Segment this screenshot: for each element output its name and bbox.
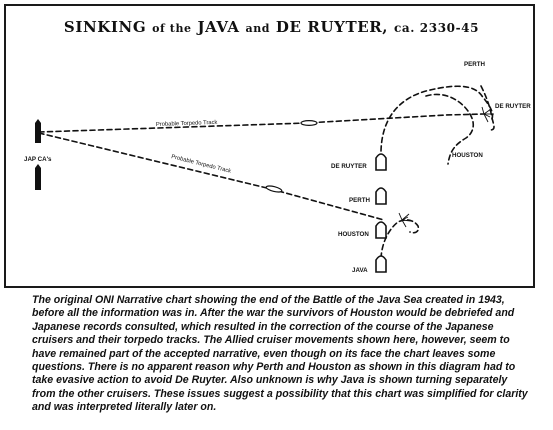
perth-ship [375, 187, 387, 205]
label-de-ruyter-top: DE RUYTER [495, 103, 531, 110]
jap-cruiser-1 [35, 119, 41, 143]
perth-track [380, 85, 494, 152]
houston-track [425, 93, 474, 165]
label-houston: HOUSTON [338, 231, 369, 238]
title-part-and: and [245, 22, 271, 35]
label-upper-torpedo-track: Probable Torpedo Track [156, 120, 218, 128]
lower-torpedo-track [38, 132, 385, 221]
battle-diagram: JAP CA's Probable Torpedo Track Probable… [24, 61, 531, 274]
label-perth: PERTH [349, 197, 371, 204]
jap-cruiser-2 [35, 164, 41, 190]
title-part-de-ruyter: DE RUYTER, [275, 18, 389, 36]
label-perth-top: PERTH [464, 61, 486, 68]
torpedo-lower [265, 185, 283, 193]
torpedo-upper [300, 119, 318, 126]
explosion-de-ruyter [481, 106, 494, 123]
label-jap-cas: JAP CA's [24, 156, 52, 163]
diagram-title: SINKING of the JAVA and DE RUYTER, ca. 2… [6, 18, 537, 36]
java-ship [375, 255, 387, 273]
label-de-ruyter: DE RUYTER [331, 163, 367, 170]
houston-ship [375, 221, 387, 239]
title-part-java: JAVA [197, 18, 240, 36]
caption-text: The original ONI Narrative chart showing… [32, 294, 528, 414]
chart-frame: SINKING of the JAVA and DE RUYTER, ca. 2… [4, 4, 535, 288]
de-ruyter-track [480, 85, 495, 131]
upper-torpedo-track [38, 113, 485, 133]
de-ruyter-ship [375, 153, 387, 171]
title-part-of-the: of the [152, 22, 192, 35]
title-part-sinking: SINKING [63, 18, 147, 36]
java-track [380, 219, 420, 259]
explosion-java [398, 212, 412, 228]
label-houston-top: HOUSTON [452, 152, 483, 159]
label-java: JAVA [352, 267, 368, 274]
title-part-time: ca. 2330-45 [393, 21, 480, 35]
